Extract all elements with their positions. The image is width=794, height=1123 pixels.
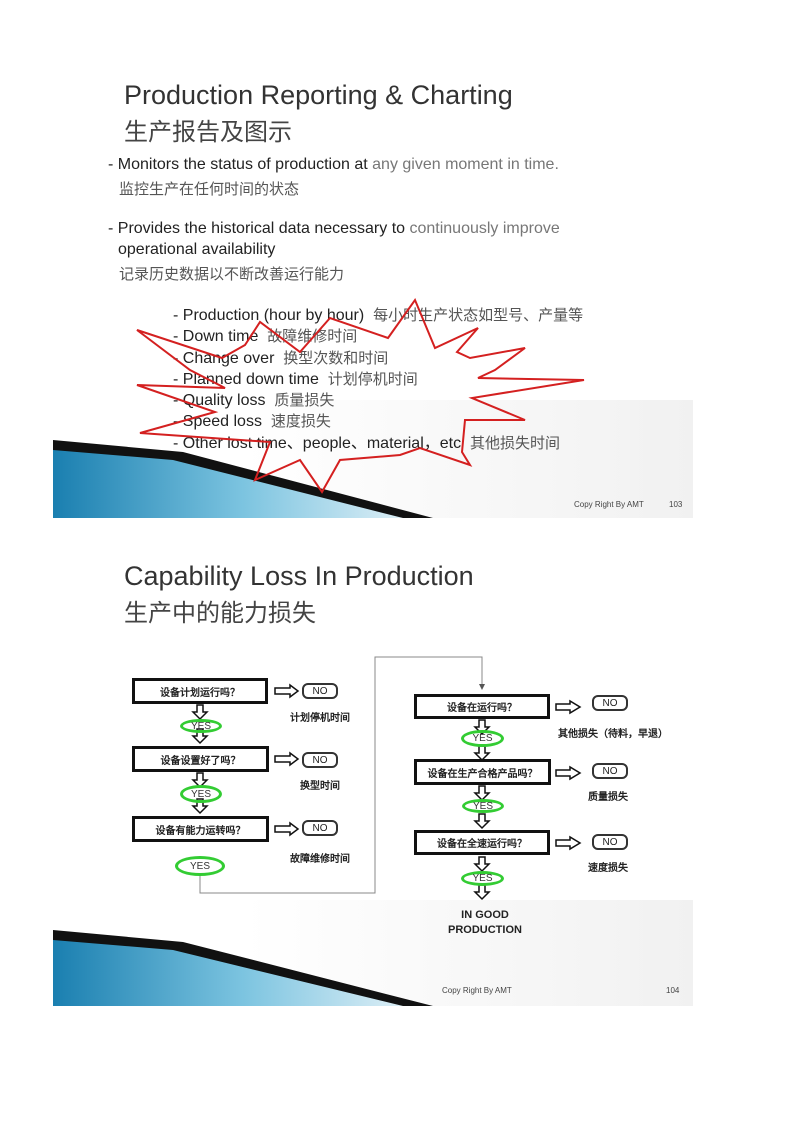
flowchart-connectors [191, 656, 582, 901]
loss-item-cn: 换型次数和时间 [283, 348, 389, 367]
flow-question-box: 设备在运行吗？ [414, 694, 550, 719]
bullet-text-cn: 记录历史数据以不断改善运行能力 [119, 265, 345, 283]
yes-badge: YES [180, 785, 222, 803]
slide-title: Production Reporting & Charting [124, 80, 513, 110]
slide-swoosh-decoration [53, 900, 693, 1006]
page-number: 103 [669, 500, 683, 509]
bullet-text-highlight: continuously improve [409, 220, 560, 237]
bullet-text-main: - Monitors the status of production at [108, 156, 373, 173]
copyright-text: Copy Right By AMT [574, 500, 644, 509]
loss-item-cn: 其他损失时间 [470, 433, 561, 452]
result-line: IN GOOD [461, 909, 509, 921]
bullet-text-highlight: any given moment in time. [372, 156, 559, 173]
result-line: PRODUCTION [448, 924, 522, 936]
arrows [191, 683, 582, 901]
loss-item-en: - Planned down time [173, 370, 319, 388]
flow-question-box: 设备计划运行吗？ [132, 678, 268, 704]
loss-item-en: - Other lost time、people、material，etc [173, 434, 462, 452]
no-badge: NO [302, 752, 338, 768]
flow-question-box: 设备设置好了吗？ [132, 746, 269, 772]
yes-badge: YES [461, 730, 504, 747]
loss-label: 质量损失 [588, 792, 628, 803]
loss-label: 故障维修时间 [290, 854, 350, 865]
result-label: IN GOOD PRODUCTION [440, 908, 530, 938]
loss-item-en: - Production (hour by hour) [173, 307, 365, 324]
yes-badge: YES [461, 871, 504, 886]
loss-item-en: - Down time [173, 328, 259, 346]
bullet-text-main: - Provides the historical data necessary… [108, 220, 410, 237]
no-badge: NO [592, 834, 628, 850]
slide-subtitle: 生产中的能力损失 [124, 599, 316, 627]
bullet-text: - Provides the historical data necessary… [108, 220, 560, 238]
loss-label: 换型时间 [300, 781, 340, 792]
flow-question-box: 设备在生产合格产品吗？ [414, 759, 551, 785]
loss-item-cn: 速度损失 [270, 412, 331, 431]
loss-item-cn: 每小时生产状态如型号、产量等 [373, 306, 584, 324]
bullet-text-cont: operational availability [118, 241, 276, 258]
loss-item: - Other lost time、people、material，etc 其他… [173, 433, 583, 454]
loss-item: - Production (hour by hour) 每小时生产状态如型号、产… [173, 305, 583, 326]
loss-item: - Down time 故障维修时间 [173, 326, 583, 347]
loss-item-list: - Production (hour by hour) 每小时生产状态如型号、产… [173, 305, 583, 454]
loss-label: 其他损失（待料，早退） [558, 729, 668, 740]
flow-question-box: 设备有能力运转吗？ [132, 816, 269, 842]
yes-badge: YES [175, 856, 225, 876]
slide-subtitle: 生产报告及图示 [124, 118, 292, 146]
loss-item: - Planned down time 计划停机时间 [173, 369, 583, 390]
yes-badge: YES [462, 799, 504, 813]
no-badge: NO [302, 683, 338, 699]
loss-item-cn: 质量损失 [274, 391, 335, 410]
flow-question-box: 设备在全速运行吗？ [414, 830, 550, 855]
loss-label: 速度损失 [588, 863, 628, 874]
bullet-text-cn: 监控生产在任何时间的状态 [119, 180, 300, 198]
no-badge: NO [592, 695, 628, 711]
slide-title: Capability Loss In Production [124, 561, 474, 591]
page-number: 104 [666, 986, 680, 995]
yes-badge: YES [180, 719, 222, 733]
bullet-text: - Monitors the status of production at a… [108, 156, 559, 174]
slide-swoosh-decoration [53, 400, 693, 518]
no-badge: NO [592, 763, 628, 779]
loss-item-cn: 计划停机时间 [327, 369, 418, 388]
loss-item-cn: 故障维修时间 [267, 327, 358, 346]
starburst-shape [136, 297, 585, 494]
no-badge: NO [302, 820, 338, 836]
copyright-text: Copy Right By AMT [442, 986, 512, 995]
loss-label: 计划停机时间 [290, 713, 350, 724]
